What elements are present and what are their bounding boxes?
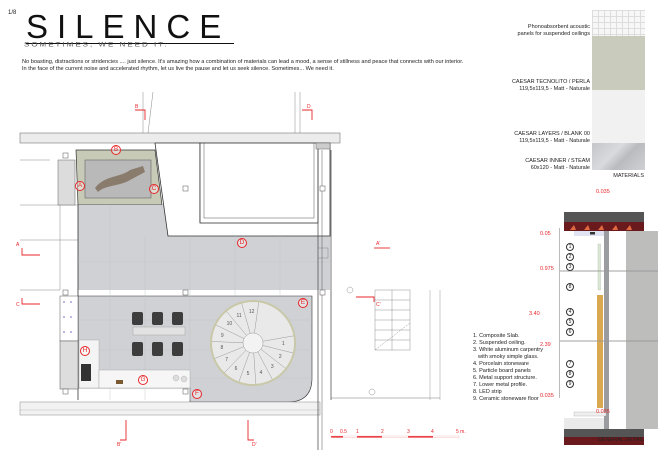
legend-item: 9. Ceramic stoneware floor: [473, 396, 539, 402]
callout-3: 3: [566, 263, 574, 271]
stair-tread-line: [257, 351, 273, 380]
stair-tread-line: [262, 345, 293, 354]
zone-label-b: B: [111, 145, 121, 155]
zone-label-f: F: [192, 389, 202, 399]
detail-heading: GENERAL DETAIL: [597, 437, 644, 443]
scale-label-3: 3: [407, 429, 410, 435]
intro-line-2: In the face of the current noise and acc…: [22, 66, 334, 72]
detail-dim-upper: 0.975: [540, 266, 554, 272]
stair-tread-line: [262, 335, 294, 342]
title-text: SILENCE: [26, 10, 235, 44]
scale-label-0: 0: [330, 429, 333, 435]
material-spec-4: 60x120 - Matt - Naturale: [530, 165, 590, 171]
material-swatch-layers: [592, 90, 645, 143]
stair-step-number: 5: [246, 370, 250, 377]
material-spec-3: 119,5x119,5 - Matt - Naturale: [519, 138, 590, 144]
zone-label-g: G: [138, 375, 148, 385]
stair-step-number: 6: [234, 366, 238, 373]
page-number: 1/8: [8, 10, 17, 16]
material-name-4: CAESAR INNER / STEAM: [525, 158, 590, 164]
section-b-prime: B': [117, 442, 122, 448]
legend-item: 2. Suspended ceiling.: [473, 340, 526, 346]
section-d-prime: D': [252, 442, 257, 448]
detail-dim-bottom: 0.035: [596, 409, 610, 415]
zone-label-c: C: [149, 184, 159, 194]
stair-step-number: 12: [248, 309, 255, 316]
materials-heading: MATERIALS: [613, 173, 644, 179]
scale-label-5: 5 m.: [456, 429, 466, 435]
stair-step-number: 10: [226, 320, 233, 327]
scale-label-1: 1: [356, 429, 359, 435]
scale-label-2: 2: [381, 429, 384, 435]
detail-legend: 1. Composite Slab. 2. Suspended ceiling.…: [473, 333, 543, 403]
legend-item: 5. Particle board panels: [473, 368, 531, 374]
legend-item: 6. Metal support structure.: [473, 375, 537, 381]
callout-5: 5: [566, 318, 574, 326]
intro-line-1: No boasting, distractions or stridencies…: [22, 59, 464, 65]
stair-tread-line: [214, 346, 244, 359]
stair-step-number: 8: [220, 345, 224, 352]
stair-step-number: 11: [236, 312, 242, 319]
detail-dim-ceiling: 0.05: [540, 231, 551, 237]
callout-1: 1: [566, 243, 574, 251]
detail-dim-floor: 0.035: [540, 393, 554, 399]
legend-item: 4. Porcelain stoneware: [473, 361, 529, 367]
floor-plan: [19, 91, 460, 450]
callout-8-upper: 8: [566, 283, 574, 291]
callout-8: 8: [566, 370, 574, 378]
material-spec-1: panels for suspended ceilings: [517, 31, 590, 37]
legend-item: 3. White aluminum carpentry: [473, 347, 543, 353]
scale-label-4: 4: [431, 429, 434, 435]
detail-dim-total: 3.40: [529, 311, 540, 317]
stair-step-number: 3: [270, 363, 274, 370]
material-swatch-acoustic: [592, 10, 645, 36]
section-b: B: [135, 104, 139, 110]
callout-7: 7: [566, 360, 574, 368]
stair-step-number: 2: [278, 353, 282, 360]
material-swatch-tecnolito: [592, 36, 645, 90]
material-name-1: Phonoabsorbent acoustic: [527, 24, 590, 30]
section-c: C: [16, 302, 20, 308]
legend-item: 1. Composite Slab.: [473, 333, 520, 339]
material-name-2: CAESAR TECNOLITO / PERLA: [511, 79, 590, 85]
zone-label-h: H: [80, 346, 90, 356]
section-a: A: [16, 242, 20, 248]
subtitle: SOMETIMES, WE NEED IT.: [24, 40, 169, 49]
section-a-prime: A': [376, 241, 381, 247]
general-detail-drawing: [560, 200, 658, 445]
stair-tread-line: [253, 352, 257, 384]
callout-6: 6: [566, 328, 574, 336]
detail-dim-top: 0.035: [596, 189, 610, 195]
zone-label-d: D: [237, 238, 247, 248]
material-swatch-inner: [592, 143, 645, 170]
stair-tread-line: [238, 352, 250, 382]
section-d: D: [307, 104, 311, 110]
detail-dim-lower: 2.39: [540, 342, 551, 348]
zone-label-e: E: [298, 298, 308, 308]
legend-item: 7. Lower metal profile.: [473, 382, 528, 388]
callout-9: 9: [566, 380, 574, 388]
zone-label-a: A: [75, 181, 85, 191]
callout-2: 2: [566, 253, 574, 261]
callout-4: 4: [566, 308, 574, 316]
section-c-prime: C': [376, 302, 381, 308]
stair-step-number: 1: [281, 341, 285, 348]
stair-tread-line: [260, 348, 286, 369]
stair-tread-line: [224, 350, 247, 373]
stair-tread-line: [212, 341, 244, 343]
scale-label-0-5: 0.5: [340, 429, 347, 435]
stair-tread-line: [216, 324, 245, 339]
stair-tread-line: [254, 302, 259, 334]
dimension-line: [559, 228, 560, 398]
stair-step-number: 7: [225, 357, 229, 364]
legend-item: with smoky simple glass.: [478, 354, 539, 360]
legend-item: 8. LED strip: [473, 389, 502, 395]
material-name-3: CAESAR LAYERS / BLANK 00: [514, 131, 590, 137]
stair-tread-line: [226, 311, 247, 336]
stair-tread-line: [241, 303, 251, 334]
material-spec-2: 119,5x119,5 - Matt - Naturale: [519, 86, 590, 92]
stair-step-number: 4: [259, 369, 263, 376]
stair-step-number: 9: [220, 332, 224, 339]
